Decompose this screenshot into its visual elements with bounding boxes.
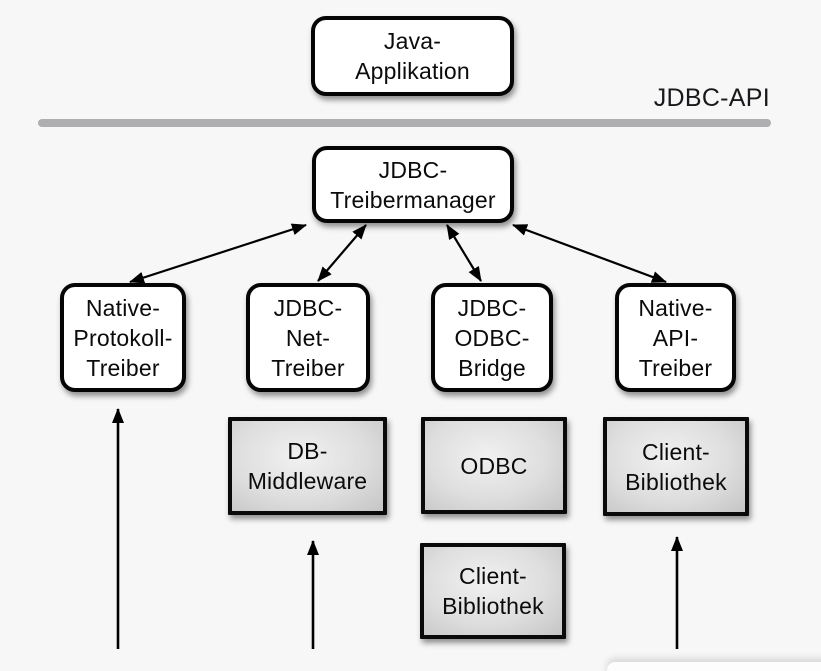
arrow-treibermanager-jdbc-odbc (446, 224, 482, 282)
node-client-bibliothek-right: Client- Bibliothek (603, 417, 749, 516)
node-java-applikation: Java- Applikation (311, 16, 514, 96)
node-client-bibliothek-bottom: Client- Bibliothek (420, 543, 566, 639)
node-native-api-treiber-label: Native- API- Treiber (638, 294, 713, 381)
arrow-treibermanager-native-api (512, 223, 667, 284)
arrow-treibermanager-native-protokoll (129, 223, 307, 284)
node-jdbc-odbc-bridge-label: JDBC- ODBC- Bridge (454, 294, 530, 381)
arrow-treibermanager-jdbc-net (317, 224, 367, 282)
node-jdbc-treibermanager: JDBC- Treibermanager (312, 146, 514, 223)
node-db-middleware: DB- Middleware (228, 417, 387, 515)
node-native-api-treiber: Native- API- Treiber (615, 283, 736, 392)
node-native-protokoll-treiber: Native- Protokoll- Treiber (60, 283, 186, 392)
cropped-box-bottom-right (607, 662, 821, 671)
jdbc-api-layer-label: JDBC-API (653, 84, 770, 112)
node-jdbc-net-treiber: JDBC- Net- Treiber (246, 283, 370, 392)
node-java-applikation-label: Java- Applikation (355, 28, 470, 84)
node-jdbc-odbc-bridge: JDBC- ODBC- Bridge (431, 283, 553, 392)
jdbc-api-divider-bar (38, 119, 771, 127)
node-native-protokoll-treiber-label: Native- Protokoll- Treiber (73, 294, 173, 381)
node-client-bibliothek-right-label: Client- Bibliothek (625, 438, 727, 495)
node-jdbc-treibermanager-label: JDBC- Treibermanager (330, 156, 496, 213)
node-client-bibliothek-bottom-label: Client- Bibliothek (442, 563, 544, 619)
node-jdbc-net-treiber-label: JDBC- Net- Treiber (271, 294, 345, 381)
node-odbc-label: ODBC (460, 452, 528, 479)
node-db-middleware-label: DB- Middleware (247, 438, 368, 494)
node-odbc: ODBC (421, 417, 567, 514)
